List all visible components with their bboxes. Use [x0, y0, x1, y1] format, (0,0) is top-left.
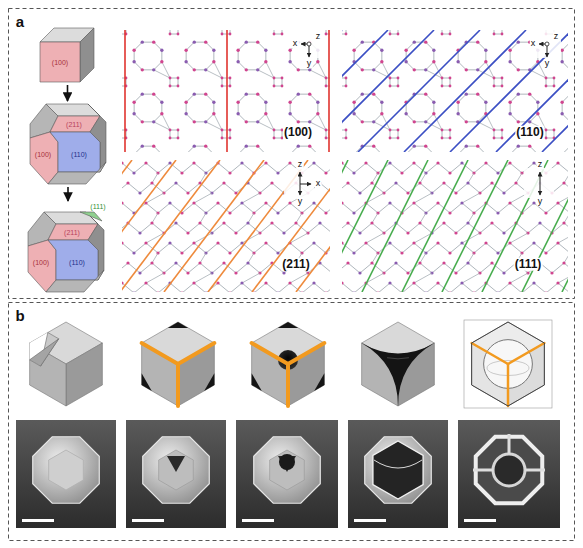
- crystal-structure: [342, 160, 568, 292]
- arrow-connector: [67, 187, 69, 201]
- polyhedron-shape: [36, 26, 98, 84]
- sem-image: [236, 420, 338, 528]
- axis-triad: [524, 168, 554, 198]
- facet-label: (100): [35, 151, 51, 158]
- axis-label: x: [315, 179, 322, 188]
- crystal-polyhedron: (211) (100) (110) (111): [26, 202, 110, 294]
- crystal-structure: [122, 30, 330, 152]
- axis-label: y: [544, 59, 551, 68]
- axis-label: y: [537, 197, 544, 206]
- facet-label: (211): [66, 121, 82, 128]
- crystal-schematic: [362, 322, 435, 406]
- polyhedron-shape: [28, 102, 108, 186]
- facet-label: (100): [52, 59, 68, 66]
- polyhedron-shape: [26, 202, 110, 294]
- sem-image: [348, 420, 448, 528]
- crystal-structure: [122, 160, 330, 292]
- plane-trace: [122, 160, 330, 292]
- axis-label: y: [306, 59, 313, 68]
- sem-image: [16, 420, 116, 528]
- panel-frame: [9, 9, 575, 299]
- plane-trace: [342, 160, 568, 292]
- panel-letter: b: [14, 308, 25, 324]
- crystal-polyhedron: (100): [36, 26, 98, 84]
- panel-letter: a: [15, 14, 25, 30]
- facet-label: (100): [33, 259, 49, 266]
- sem-image: [458, 420, 560, 528]
- crystal-schematic: [252, 322, 325, 406]
- axis-label: y: [297, 197, 304, 206]
- axis-label: z: [315, 32, 322, 41]
- crystal-structure: [342, 30, 568, 152]
- crystal-schematic: [464, 320, 552, 408]
- plane-label: (211): [281, 258, 310, 271]
- sem-image: [126, 420, 226, 528]
- axis-label: z: [553, 32, 560, 41]
- axis-label: x: [530, 39, 537, 48]
- crystal-polyhedron: (211) (100) (110): [28, 102, 108, 186]
- axis-triad: [284, 168, 314, 198]
- arrow-connector: [67, 85, 69, 101]
- axis-label: z: [537, 160, 544, 169]
- plane-label: (110): [515, 126, 544, 139]
- plane-label: (111): [514, 258, 543, 271]
- axis-label: x: [292, 39, 299, 48]
- facet-label: (211): [64, 229, 80, 236]
- crystal-schematic: [30, 322, 103, 406]
- facet-label: (110): [69, 259, 85, 266]
- plane-trace: [342, 30, 568, 152]
- facet-label: (110): [71, 151, 87, 158]
- axis-label: z: [297, 160, 304, 169]
- plane-label: (100): [283, 126, 313, 139]
- panel-frame: [9, 303, 575, 541]
- crystal-schematic: [142, 322, 215, 406]
- facet-label: (111): [90, 203, 105, 210]
